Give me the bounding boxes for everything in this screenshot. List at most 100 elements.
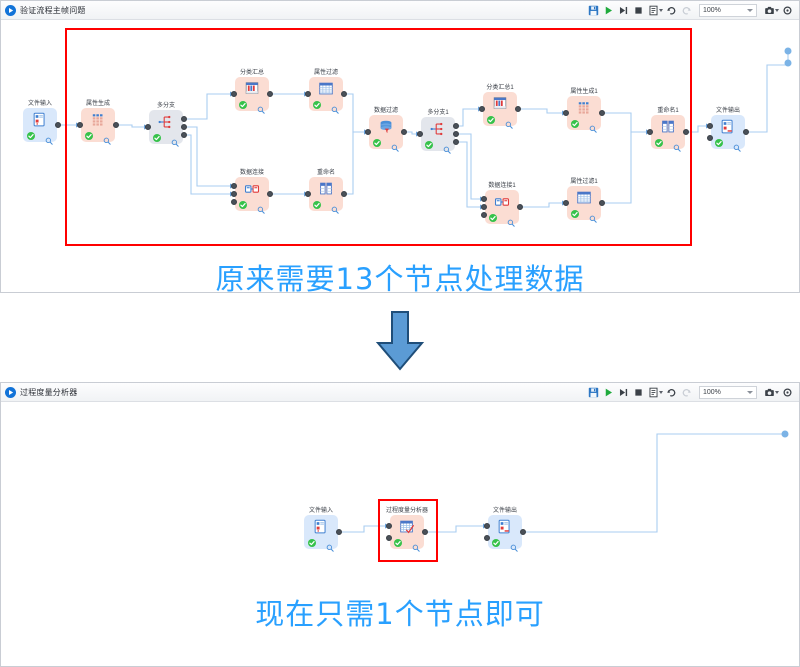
node-output-port[interactable]	[336, 529, 342, 535]
report-caret-icon[interactable]	[659, 8, 663, 12]
node-output-port[interactable]	[55, 122, 61, 128]
node-input-port[interactable]	[563, 200, 569, 206]
node-output-port[interactable]	[453, 139, 459, 145]
node-output-port[interactable]	[517, 204, 523, 210]
node-output-port[interactable]	[267, 91, 273, 97]
play-icon[interactable]	[601, 3, 616, 18]
node-output-port[interactable]	[341, 91, 347, 97]
node-input-port[interactable]	[647, 129, 653, 135]
gear-icon[interactable]	[780, 3, 795, 18]
report-icon[interactable]	[646, 385, 661, 400]
node-input-port[interactable]	[481, 212, 487, 218]
workflow-node[interactable]: 数据连接	[231, 170, 273, 214]
node-input-port[interactable]	[305, 91, 311, 97]
stop-icon[interactable]	[631, 385, 646, 400]
workflow-canvas-top[interactable]: 文件输入 属性生成 多分支 分类汇总	[1, 20, 799, 292]
node-input-port[interactable]	[365, 129, 371, 135]
node-preview-search-icon[interactable]	[103, 132, 111, 145]
node-output-port[interactable]	[515, 106, 521, 112]
node-preview-search-icon[interactable]	[331, 101, 339, 114]
workflow-node[interactable]: 多分支	[145, 103, 187, 147]
node-output-port[interactable]	[453, 131, 459, 137]
node-input-port[interactable]	[484, 535, 490, 541]
node-input-port[interactable]	[231, 191, 237, 197]
node-preview-search-icon[interactable]	[171, 134, 179, 147]
play-icon[interactable]	[601, 385, 616, 400]
node-output-port[interactable]	[181, 116, 187, 122]
workflow-node[interactable]: 属性过滤1	[563, 179, 605, 223]
save-icon[interactable]	[586, 385, 601, 400]
node-input-port[interactable]	[707, 123, 713, 129]
node-output-port[interactable]	[267, 191, 273, 197]
node-output-port[interactable]	[520, 529, 526, 535]
node-preview-search-icon[interactable]	[589, 120, 597, 133]
node-input-port[interactable]	[386, 523, 392, 529]
node-preview-search-icon[interactable]	[257, 101, 265, 114]
chevron-down-icon[interactable]	[747, 8, 753, 12]
node-input-port[interactable]	[77, 122, 83, 128]
node-input-port[interactable]	[231, 91, 237, 97]
node-preview-search-icon[interactable]	[510, 539, 518, 552]
node-preview-search-icon[interactable]	[391, 139, 399, 152]
node-output-port[interactable]	[453, 123, 459, 129]
camera-icon[interactable]	[762, 385, 777, 400]
step-forward-icon[interactable]	[616, 385, 631, 400]
camera-caret-icon[interactable]	[775, 390, 779, 394]
node-preview-search-icon[interactable]	[443, 141, 451, 154]
node-output-port[interactable]	[401, 129, 407, 135]
node-preview-search-icon[interactable]	[507, 214, 515, 227]
step-forward-icon[interactable]	[616, 3, 631, 18]
node-output-port[interactable]	[181, 132, 187, 138]
zoom-select[interactable]: 100%	[699, 3, 757, 17]
node-preview-search-icon[interactable]	[257, 201, 265, 214]
zoom-select[interactable]: 100%	[699, 385, 757, 399]
node-output-port[interactable]	[181, 124, 187, 130]
workflow-node[interactable]: 分类汇总	[231, 70, 273, 114]
node-preview-search-icon[interactable]	[45, 132, 53, 145]
node-input-port[interactable]	[231, 183, 237, 189]
node-input-port[interactable]	[481, 204, 487, 210]
workflow-node[interactable]: 文件输出	[707, 108, 749, 152]
chevron-down-icon[interactable]	[747, 390, 753, 394]
node-preview-search-icon[interactable]	[412, 539, 420, 552]
workflow-node[interactable]: 属性生成	[77, 101, 119, 145]
report-caret-icon[interactable]	[659, 390, 663, 394]
workflow-node[interactable]: 数据过滤	[365, 108, 407, 152]
camera-caret-icon[interactable]	[775, 8, 779, 12]
undo-icon[interactable]	[664, 385, 679, 400]
undo-icon[interactable]	[664, 3, 679, 18]
workflow-node[interactable]: 文件输出	[484, 508, 526, 552]
camera-icon[interactable]	[762, 3, 777, 18]
node-input-port[interactable]	[479, 106, 485, 112]
node-input-port[interactable]	[484, 523, 490, 529]
workflow-node[interactable]: 文件输入	[304, 508, 342, 552]
workflow-node[interactable]: 数据连接1	[481, 183, 523, 227]
node-input-port[interactable]	[145, 124, 151, 130]
node-output-port[interactable]	[113, 122, 119, 128]
node-output-port[interactable]	[599, 110, 605, 116]
node-output-port[interactable]	[743, 129, 749, 135]
node-input-port[interactable]	[563, 110, 569, 116]
node-input-port[interactable]	[417, 131, 423, 137]
workflow-node[interactable]: 过程度量分析器	[386, 508, 428, 552]
workflow-node[interactable]: 重命名	[305, 170, 347, 214]
node-preview-search-icon[interactable]	[733, 139, 741, 152]
node-preview-search-icon[interactable]	[326, 539, 334, 552]
workflow-node[interactable]: 属性生成1	[563, 89, 605, 133]
node-input-port[interactable]	[707, 135, 713, 141]
report-icon[interactable]	[646, 3, 661, 18]
workflow-node[interactable]: 重命名1	[647, 108, 689, 152]
stop-icon[interactable]	[631, 3, 646, 18]
node-preview-search-icon[interactable]	[589, 210, 597, 223]
node-preview-search-icon[interactable]	[331, 201, 339, 214]
workflow-canvas-bottom[interactable]: 文件输入 过程度量分析器 文件输出	[1, 402, 799, 666]
workflow-node[interactable]: 多分支1	[417, 110, 459, 154]
workflow-node[interactable]: 文件输入	[23, 101, 61, 145]
node-input-port[interactable]	[386, 535, 392, 541]
node-input-port[interactable]	[305, 191, 311, 197]
node-preview-search-icon[interactable]	[505, 116, 513, 129]
node-input-port[interactable]	[481, 196, 487, 202]
workflow-node[interactable]: 分类汇总1	[479, 85, 521, 129]
node-output-port[interactable]	[341, 191, 347, 197]
node-input-port[interactable]	[231, 199, 237, 205]
